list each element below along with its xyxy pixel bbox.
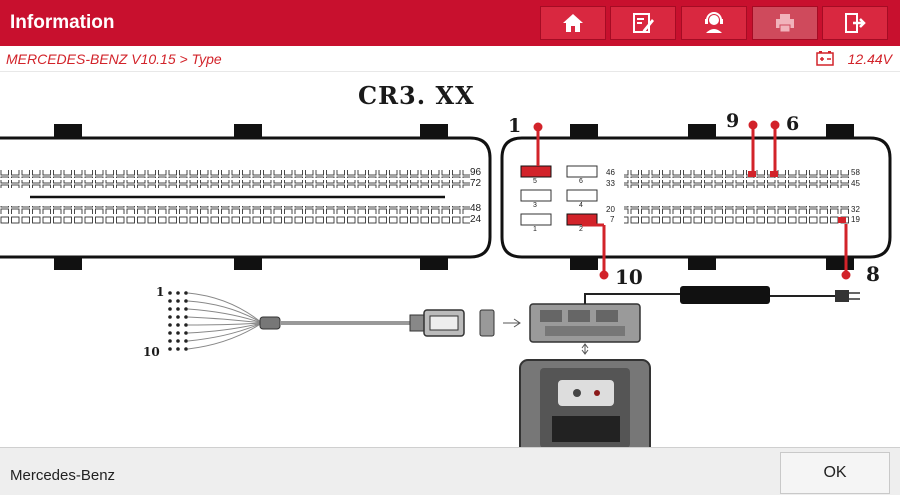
home-icon [563,14,583,32]
page-title: Information [10,12,115,33]
pin-label-48: 48 [470,203,482,214]
edit-report-button[interactable] [610,6,676,40]
pin-label-72: 72 [470,178,482,189]
diagram-title: CR3. XX [358,81,475,110]
breadcrumb-bar: MERCEDES-BENZ V10.15 > Type 12.44V [0,46,900,72]
home-button[interactable] [540,6,606,40]
harness-label-end: 10 [143,345,160,359]
left-connector [0,124,492,270]
harness-label-start: 1 [156,285,165,299]
callout-label-8: 8 [866,262,880,286]
title-bar: Information [0,0,900,46]
breadcrumb: MERCEDES-BENZ V10.15 > Type [6,51,222,67]
connector-diagram-graphic [0,120,892,447]
vehicle-label: Mercedes-Benz [10,467,116,484]
exit-button[interactable] [822,6,888,40]
support-button[interactable] [681,6,747,40]
print-button[interactable] [752,6,818,40]
callout-lines [533,120,851,280]
pin-label-96: 96 [470,167,482,178]
right-connector [500,124,892,270]
block-label-3: 3 [533,202,537,209]
pin-label-32: 32 [851,205,860,214]
pin-label-24: 24 [470,214,482,225]
pin-label-45: 45 [851,179,860,188]
edit-report-icon [633,13,654,33]
block-label-5: 5 [533,178,537,185]
callout-label-6: 6 [786,113,800,135]
callout-label-9: 9 [726,110,740,132]
print-icon [776,14,794,33]
wiring-diagram: CR3. XX 1 9 6 10 8 96 72 48 24 46 33 20 … [0,72,900,447]
wire-harness [168,286,860,447]
battery-icon [816,51,834,66]
callout-label-10: 10 [615,265,643,289]
pin-label-33: 33 [606,179,615,188]
block-label-6: 6 [579,178,583,185]
pin-label-19: 19 [851,215,860,224]
battery-voltage: 12.44V [847,51,892,67]
exit-icon [845,13,866,33]
ok-button[interactable]: OK [780,452,890,494]
block-label-1: 1 [533,226,537,233]
pin-label-46: 46 [606,168,615,177]
block-label-2: 2 [579,226,583,233]
callout-label-1: 1 [508,115,522,137]
block-label-4: 4 [579,202,583,209]
pin-label-20: 20 [606,205,615,214]
pin-label-58: 58 [851,168,860,177]
pin-label-7: 7 [610,215,615,224]
support-agent-icon [705,12,723,33]
footer-bar: Mercedes-Benz OK [0,447,900,495]
